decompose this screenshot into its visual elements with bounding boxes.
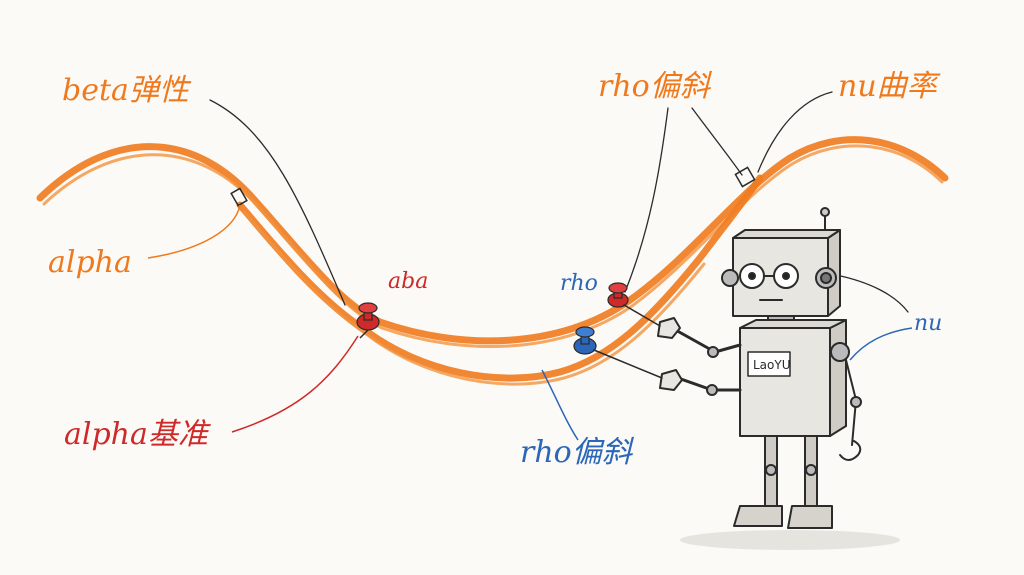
lower-curve (236, 174, 764, 382)
rho-bottom-leader (541, 369, 579, 441)
alpha-leader (147, 204, 241, 259)
upper-curve-stroke-2 (42, 144, 944, 349)
blue-pin-icon (573, 326, 597, 355)
rho-small-label: rho (560, 271, 598, 296)
nu-curvature-leader-b (757, 91, 833, 173)
alpha-base-leader (231, 335, 359, 433)
tick-mark-right (734, 166, 756, 188)
nu-label: nu (914, 311, 942, 336)
red-pin-icon-2 (607, 282, 629, 308)
nu-curvature-leader-a (691, 107, 743, 176)
nu-curvature-label: nu曲率 (838, 69, 941, 104)
rho-skew-bottom-label: rho偏斜 (520, 435, 635, 470)
rho-skew-top-label: rho偏斜 (598, 69, 713, 104)
beta-label: beta弹性 (62, 73, 192, 108)
red-pin-icon (356, 302, 380, 339)
upper-curve (36, 136, 949, 345)
tick-mark-left (230, 187, 248, 207)
orange-curves (36, 136, 949, 386)
robot-badge: LaoYU (753, 358, 791, 372)
nu-blue-leader (849, 327, 913, 361)
rho-top-leader (624, 107, 669, 293)
alpha-label: alpha (48, 245, 132, 280)
lower-curve-stroke-2 (242, 210, 706, 386)
robot-icon (593, 207, 900, 550)
leader-lines (147, 91, 913, 441)
beta-leader (209, 99, 346, 306)
nu-right-leader (835, 274, 909, 313)
alpha-base-label: alpha基准 (64, 417, 211, 452)
aba-label: aba (388, 269, 428, 294)
